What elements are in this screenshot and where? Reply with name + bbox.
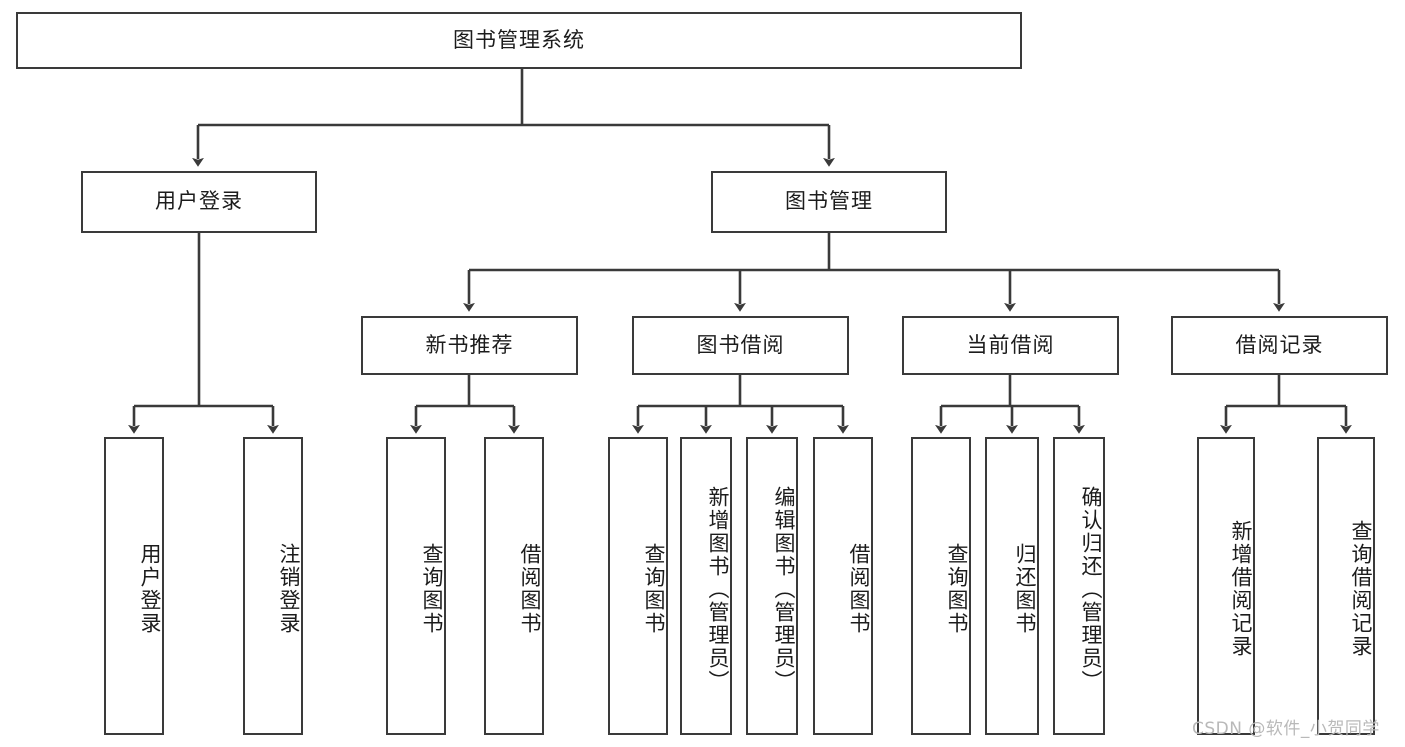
node-leaf-query-book-2-label: 查询图书 (642, 543, 666, 635)
node-user-login-label: 用户登录 (155, 189, 243, 214)
node-borrow-record-label: 借阅记录 (1235, 332, 1324, 357)
node-leaf-query-book-2[interactable]: 查询图书 (608, 437, 668, 735)
node-leaf-add-record[interactable]: 新增借阅记录 (1197, 437, 1255, 735)
node-leaf-borrow-book-2-label: 借阅图书 (847, 543, 871, 635)
node-leaf-query-book-3[interactable]: 查询图书 (911, 437, 971, 735)
node-user-login[interactable]: 用户登录 (81, 171, 317, 233)
node-current-borrow[interactable]: 当前借阅 (902, 316, 1119, 375)
node-book-manage[interactable]: 图书管理 (711, 171, 947, 233)
node-book-borrow[interactable]: 图书借阅 (632, 316, 849, 375)
node-leaf-return-book-label: 归还图书 (1013, 543, 1037, 635)
node-leaf-add-record-label: 新增借阅记录 (1229, 520, 1253, 658)
node-leaf-query-book-1-label: 查询图书 (420, 543, 444, 635)
node-leaf-query-book-3-label: 查询图书 (945, 543, 969, 635)
node-new-book-recommend[interactable]: 新书推荐 (361, 316, 578, 375)
node-root-label: 图书管理系统 (453, 27, 585, 52)
node-leaf-return-book[interactable]: 归还图书 (985, 437, 1039, 735)
node-leaf-edit-book-label: 编辑图书（管理员） (772, 485, 796, 693)
node-leaf-user-login[interactable]: 用户登录 (104, 437, 164, 735)
node-leaf-query-record-label: 查询借阅记录 (1349, 520, 1373, 658)
node-leaf-confirm-return-label: 确认归还（管理员） (1079, 485, 1103, 693)
node-leaf-add-book[interactable]: 新增图书（管理员） (680, 437, 732, 735)
node-leaf-user-login-label: 用户登录 (138, 543, 162, 635)
node-leaf-query-book-1[interactable]: 查询图书 (386, 437, 446, 735)
node-book-manage-label: 图书管理 (785, 189, 873, 214)
node-leaf-confirm-return[interactable]: 确认归还（管理员） (1053, 437, 1105, 735)
node-leaf-add-book-label: 新增图书（管理员） (706, 485, 730, 693)
node-leaf-edit-book[interactable]: 编辑图书（管理员） (746, 437, 798, 735)
node-new-book-recommend-label: 新书推荐 (425, 332, 514, 357)
node-book-borrow-label: 图书借阅 (696, 332, 785, 357)
node-leaf-logout-label: 注销登录 (277, 543, 301, 635)
node-leaf-query-record[interactable]: 查询借阅记录 (1317, 437, 1375, 735)
node-current-borrow-label: 当前借阅 (966, 332, 1055, 357)
node-leaf-borrow-book-2[interactable]: 借阅图书 (813, 437, 873, 735)
node-root[interactable]: 图书管理系统 (16, 12, 1022, 69)
node-leaf-borrow-book-1[interactable]: 借阅图书 (484, 437, 544, 735)
watermark: CSDN @软件_小贺同学 (1192, 719, 1380, 739)
node-leaf-borrow-book-1-label: 借阅图书 (518, 543, 542, 635)
node-borrow-record[interactable]: 借阅记录 (1171, 316, 1388, 375)
node-leaf-logout[interactable]: 注销登录 (243, 437, 303, 735)
